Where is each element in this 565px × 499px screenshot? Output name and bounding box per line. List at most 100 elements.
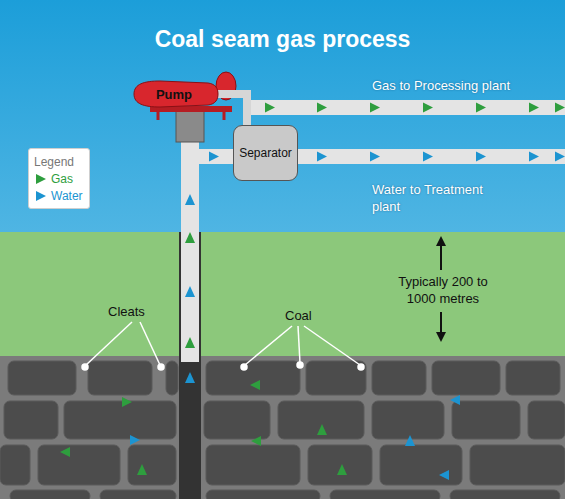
leader-dot xyxy=(297,362,303,368)
flow-arrow xyxy=(60,447,70,457)
coal-block xyxy=(452,401,520,439)
title: Coal seam gas process xyxy=(0,26,565,53)
flow-arrow xyxy=(317,103,327,113)
flow-arrow xyxy=(185,194,195,205)
leader-line xyxy=(86,322,132,365)
flow-arrow xyxy=(251,436,261,446)
flow-arrow xyxy=(185,372,195,383)
leader-line xyxy=(304,326,360,365)
flow-arrow xyxy=(370,103,380,113)
flow-label: Gas to Processing plant xyxy=(372,78,512,95)
legend-text: Water xyxy=(51,189,83,203)
separator-box: Separator xyxy=(233,125,298,181)
legend-title: Legend xyxy=(34,153,84,170)
dimension-line xyxy=(440,312,442,334)
leader-line xyxy=(298,326,300,363)
sky xyxy=(0,0,565,232)
dimension-line xyxy=(440,244,442,270)
gas-pipe xyxy=(244,100,565,115)
pump: Pump xyxy=(130,80,218,108)
flow-arrow xyxy=(130,435,140,445)
pipe-connector xyxy=(218,94,247,125)
flow-arrow xyxy=(476,103,486,113)
flow-arrow xyxy=(185,337,195,348)
flow-arrow xyxy=(529,103,539,113)
node-text: Separator xyxy=(239,146,292,160)
flow-arrow xyxy=(370,152,380,162)
flow-arrow xyxy=(265,103,275,113)
coal-block xyxy=(450,490,560,499)
leader-line xyxy=(140,322,160,365)
coal-block xyxy=(380,445,462,485)
coal-block xyxy=(206,445,300,485)
flow-arrow xyxy=(317,152,327,162)
coal-blocks xyxy=(0,361,565,499)
flow-arrow xyxy=(555,152,565,162)
coal-block xyxy=(38,445,120,485)
coal-block xyxy=(4,401,58,439)
flow-arrow xyxy=(529,152,539,162)
leader-line xyxy=(245,326,292,365)
leader-dot xyxy=(82,364,88,370)
leader-dot xyxy=(158,364,164,370)
flow-arrow xyxy=(185,286,195,297)
flow-arrow xyxy=(317,424,327,435)
flow-arrow xyxy=(405,435,415,446)
swatch-arrow xyxy=(36,191,46,201)
coal-block xyxy=(206,490,320,499)
coal-block xyxy=(166,361,178,395)
pump-stand xyxy=(176,108,204,142)
coal-block xyxy=(470,445,565,485)
leader-dot xyxy=(358,364,364,370)
pump-outline xyxy=(134,81,218,107)
flow-arrow xyxy=(185,232,195,243)
coal-seam xyxy=(0,356,565,499)
legend-swatch xyxy=(34,190,48,202)
coal-block xyxy=(100,490,176,499)
legend-item: Gas xyxy=(34,170,84,187)
coal-block xyxy=(204,401,270,439)
pump-motor xyxy=(216,72,236,100)
flow-arrow xyxy=(423,103,433,113)
flow-arrow xyxy=(250,380,260,390)
coal-block xyxy=(206,361,300,395)
node-text: Pump xyxy=(156,87,192,102)
coal-block xyxy=(8,361,76,395)
leader-dot xyxy=(241,364,247,370)
depth-label: Typically 200 to 1000 metres xyxy=(395,274,491,308)
flow-arrow xyxy=(209,152,219,162)
coal-block xyxy=(432,361,500,395)
legend-item: Water xyxy=(34,187,84,204)
flow-arrow xyxy=(137,464,147,475)
legend-text: Gas xyxy=(51,172,73,186)
pump-leg xyxy=(157,106,160,120)
swatch-arrow xyxy=(36,174,46,184)
flow-arrows xyxy=(60,103,565,481)
arrowhead xyxy=(436,236,446,246)
part-label: Coal xyxy=(285,308,325,325)
coal-block xyxy=(88,361,152,395)
legend-swatch xyxy=(34,173,48,185)
pump-bolt xyxy=(224,90,228,94)
coal-block xyxy=(372,401,444,439)
flow-arrow xyxy=(450,395,460,405)
flow-arrow xyxy=(476,152,486,162)
flow-arrow xyxy=(122,397,132,407)
coal-block xyxy=(308,445,372,485)
arrowhead xyxy=(436,332,446,342)
legend: LegendGasWater xyxy=(28,148,90,209)
coal-block xyxy=(64,401,176,439)
coal-block xyxy=(278,401,364,439)
flow-arrow xyxy=(423,152,433,162)
coal-block xyxy=(128,445,176,485)
coal-block xyxy=(506,361,560,395)
flow-arrow xyxy=(439,470,449,480)
coal-block xyxy=(306,361,366,395)
coal-block xyxy=(528,401,565,439)
pump-leg xyxy=(223,106,226,120)
coal-block xyxy=(10,490,90,499)
ground xyxy=(0,232,565,358)
flow-arrow xyxy=(337,464,347,475)
